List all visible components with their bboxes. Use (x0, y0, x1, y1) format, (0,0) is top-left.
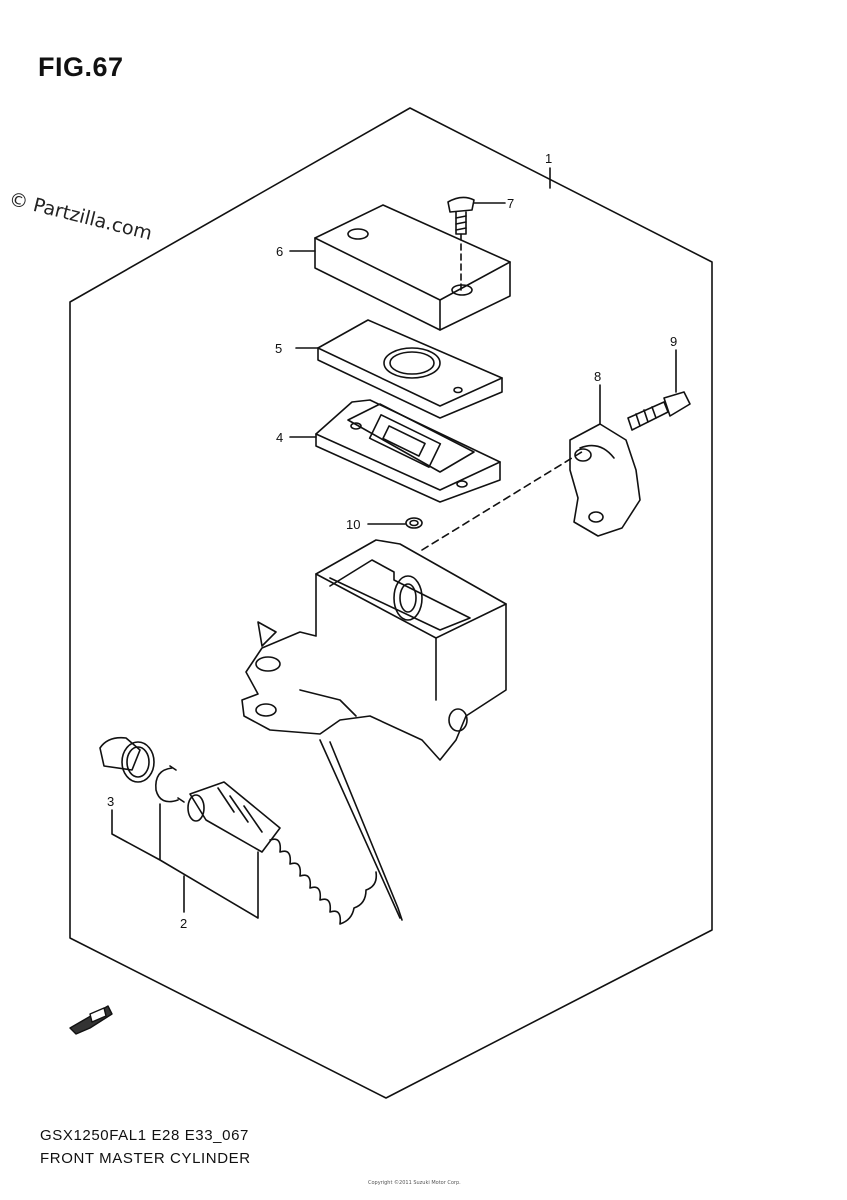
part-9-bolt (627, 391, 691, 431)
part-10-oring (405, 517, 423, 529)
callout-1: 1 (545, 151, 552, 166)
return-spring (269, 838, 378, 925)
part-7-screw (447, 196, 475, 293)
piston (187, 781, 281, 853)
fwd-arrow-icon (69, 1005, 113, 1035)
part-3-boot (99, 736, 155, 783)
model-code: GSX1250FAL1 E28 E33_067 (40, 1127, 249, 1144)
callout-2: 2 (180, 916, 187, 931)
assembly-boundary (69, 107, 713, 1099)
callout-5: 5 (275, 341, 282, 356)
fine-print: Copyright ©2011 Suzuki Motor Corp. (368, 1180, 461, 1186)
bracket-3 (111, 803, 259, 919)
part-5-diaphragm-plate (317, 319, 503, 419)
master-cylinder-body (241, 539, 507, 761)
figure-title: FIG.67 (38, 52, 124, 82)
assembly-name: FRONT MASTER CYLINDER (40, 1150, 251, 1167)
part-4-diaphragm (315, 399, 501, 503)
part-6-reservoir-cap (314, 204, 511, 331)
part-8-clamp (569, 423, 641, 537)
callout-9: 9 (670, 334, 677, 349)
callout-4: 4 (276, 430, 283, 445)
callout-3: 3 (107, 794, 114, 809)
callout-6: 6 (276, 244, 283, 259)
callout-7: 7 (507, 196, 514, 211)
callout-10: 10 (346, 517, 360, 532)
circlip (155, 765, 185, 803)
callout-8: 8 (594, 369, 601, 384)
